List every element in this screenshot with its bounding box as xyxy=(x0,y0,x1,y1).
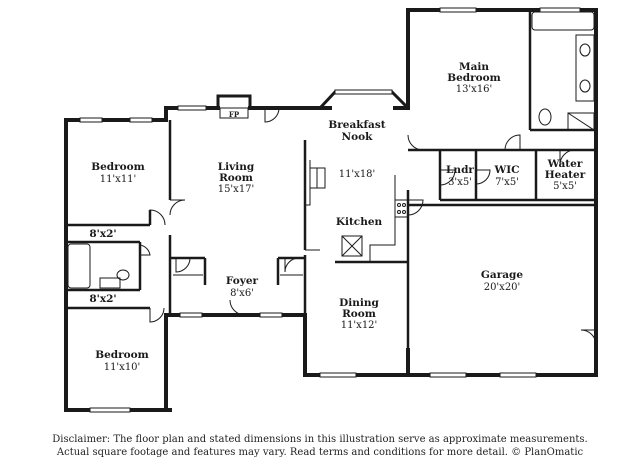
room-name-line2: Room xyxy=(219,172,253,184)
room-name-line2: Nook xyxy=(342,131,374,143)
disclaimer-line-1: Disclaimer: The floor plan and stated di… xyxy=(52,434,588,445)
room-name-line2: Heater xyxy=(545,169,586,181)
fireplace-icon xyxy=(219,107,249,119)
room-kitchen: Kitchen xyxy=(336,216,383,228)
disclaimer-line-2: Actual square footage and features may v… xyxy=(56,447,584,458)
room-dims: 11'x12' xyxy=(341,320,378,331)
room-name-line2: Room xyxy=(342,308,376,320)
room-name-line1: Living xyxy=(218,161,255,173)
room-dims: 7'x5' xyxy=(495,177,519,188)
room-dining: Dining Room 11'x12' xyxy=(339,297,379,331)
disclaimer: Disclaimer: The floor plan and stated di… xyxy=(0,433,640,459)
room-laundry: Lndr 3'x5' xyxy=(446,164,474,188)
room-main-bedroom: Main Bedroom 13'x16' xyxy=(447,61,501,95)
room-breakfast-nook: Breakfast Nook 11'x18' xyxy=(328,119,385,180)
room-bedroom-1: Bedroom 11'x11' xyxy=(91,161,145,185)
walls xyxy=(64,8,598,412)
room-name-line1: Water xyxy=(547,158,583,170)
room-dims: 20'x20' xyxy=(484,282,521,293)
room-dims: 8'x2' xyxy=(89,293,116,305)
room-name: Bedroom xyxy=(91,161,145,173)
doors xyxy=(139,107,597,346)
windows xyxy=(79,7,581,413)
room-name: Foyer xyxy=(226,275,259,287)
interior-walls xyxy=(66,10,596,350)
room-dims: 8'x2' xyxy=(89,228,116,240)
room-dims: 11'x18' xyxy=(339,169,376,180)
floor-plan: FP Bedroom 11'x11' Living Room 15'x17' B… xyxy=(64,7,598,413)
room-dims: 5'x5' xyxy=(553,181,577,192)
room-dims: 8'x6' xyxy=(230,288,254,299)
fixtures xyxy=(67,11,595,289)
room-name-line1: Main xyxy=(459,61,489,73)
room-name-line2: Bedroom xyxy=(447,72,501,84)
room-garage: Garage 20'x20' xyxy=(481,269,523,293)
room-dims: 11'x10' xyxy=(104,362,141,373)
room-closet-1: 8'x2' xyxy=(89,228,116,240)
room-dims: 3'x5' xyxy=(448,177,472,188)
room-name: Bedroom xyxy=(95,349,149,361)
room-foyer: Foyer 8'x6' xyxy=(226,275,259,299)
room-name: Kitchen xyxy=(336,216,383,228)
room-name: Garage xyxy=(481,269,523,281)
room-name-line1: Breakfast xyxy=(328,119,385,131)
fireplace-label: FP xyxy=(229,110,240,119)
room-dims: 15'x17' xyxy=(218,184,255,195)
room-bedroom-2: Bedroom 11'x10' xyxy=(95,349,149,373)
room-living: Living Room 15'x17' xyxy=(218,161,255,195)
room-dims: 11'x11' xyxy=(100,174,137,185)
room-wic: WIC 7'x5' xyxy=(493,164,519,188)
room-name: WIC xyxy=(493,164,519,176)
room-closet-2: 8'x2' xyxy=(89,293,116,305)
room-name: Lndr xyxy=(446,164,474,176)
room-dims: 13'x16' xyxy=(456,84,493,95)
room-name-line1: Dining xyxy=(339,297,379,309)
room-water-heater: Water Heater 5'x5' xyxy=(545,158,586,192)
